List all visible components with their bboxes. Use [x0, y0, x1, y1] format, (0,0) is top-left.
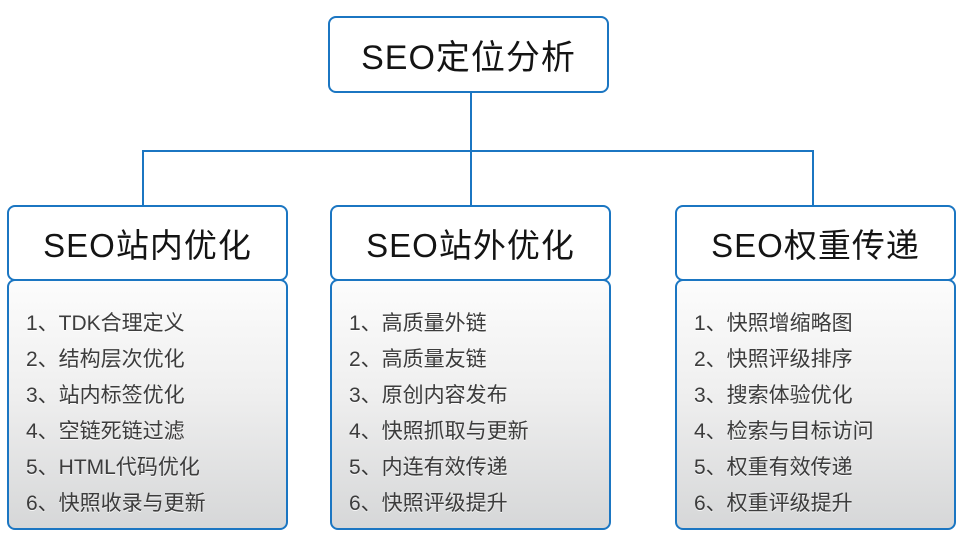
- branch-list-offsite-optimization: 1、高质量外链 2、高质量友链 3、原创内容发布 4、快照抓取与更新 5、内连有…: [330, 279, 611, 530]
- list-item: 6、权重评级提升: [694, 492, 853, 515]
- list-item: 2、高质量友链: [349, 348, 487, 371]
- list-item: 2、结构层次优化: [26, 348, 185, 371]
- list-item: 5、权重有效传递: [694, 456, 853, 479]
- list-item: 4、空链死链过滤: [26, 420, 185, 443]
- branch-header-weight-transfer: SEO权重传递: [675, 205, 956, 281]
- list-item: 6、快照评级提升: [349, 492, 508, 515]
- list-item: 4、快照抓取与更新: [349, 420, 529, 443]
- list-item: 3、搜索体验优化: [694, 384, 853, 407]
- connector-drop-middle: [470, 150, 472, 205]
- list-item: 3、原创内容发布: [349, 384, 508, 407]
- root-node-label: SEO定位分析: [361, 39, 576, 77]
- list-item: 3、站内标签优化: [26, 384, 185, 407]
- list-item: 4、检索与目标访问: [694, 420, 874, 443]
- list-item: 1、TDK合理定义: [26, 312, 185, 335]
- root-node-seo-positioning-analysis: SEO定位分析: [328, 16, 609, 93]
- list-item: 5、HTML代码优化: [26, 456, 200, 479]
- list-item: 1、快照增缩略图: [694, 312, 853, 335]
- branch-header-offsite-optimization: SEO站外优化: [330, 205, 611, 281]
- connector-drop-right: [812, 150, 814, 205]
- branch-header-onsite-optimization: SEO站内优化: [7, 205, 288, 281]
- branch-header-label: SEO站外优化: [366, 227, 575, 264]
- connector-drop-left: [142, 150, 144, 205]
- list-item: 2、快照评级排序: [694, 348, 853, 371]
- connector-horizontal-bar: [142, 150, 814, 152]
- branch-header-label: SEO权重传递: [711, 227, 920, 264]
- branch-header-label: SEO站内优化: [43, 227, 252, 264]
- list-item: 6、快照收录与更新: [26, 492, 206, 515]
- branch-list-weight-transfer: 1、快照增缩略图 2、快照评级排序 3、搜索体验优化 4、检索与目标访问 5、权…: [675, 279, 956, 530]
- branch-list-onsite-optimization: 1、TDK合理定义 2、结构层次优化 3、站内标签优化 4、空链死链过滤 5、H…: [7, 279, 288, 530]
- list-item: 5、内连有效传递: [349, 456, 508, 479]
- list-item: 1、高质量外链: [349, 312, 487, 335]
- connector-root-stem: [470, 93, 472, 150]
